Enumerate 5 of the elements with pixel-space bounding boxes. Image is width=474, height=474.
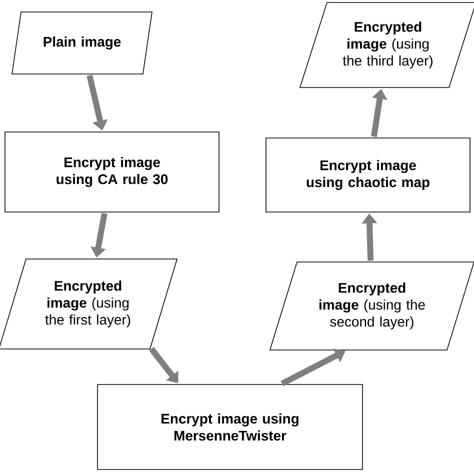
input-output-parallelogram: Plain image <box>12 12 152 74</box>
process-box: Encrypt image using chaotic map <box>266 138 470 212</box>
process-box: Encrypt image using MersenneTwister <box>97 384 363 470</box>
process-box: Encrypt image using CA rule 30 <box>4 132 220 212</box>
input-output-parallelogram: Encrypted image (using the first layer) <box>0 258 178 350</box>
